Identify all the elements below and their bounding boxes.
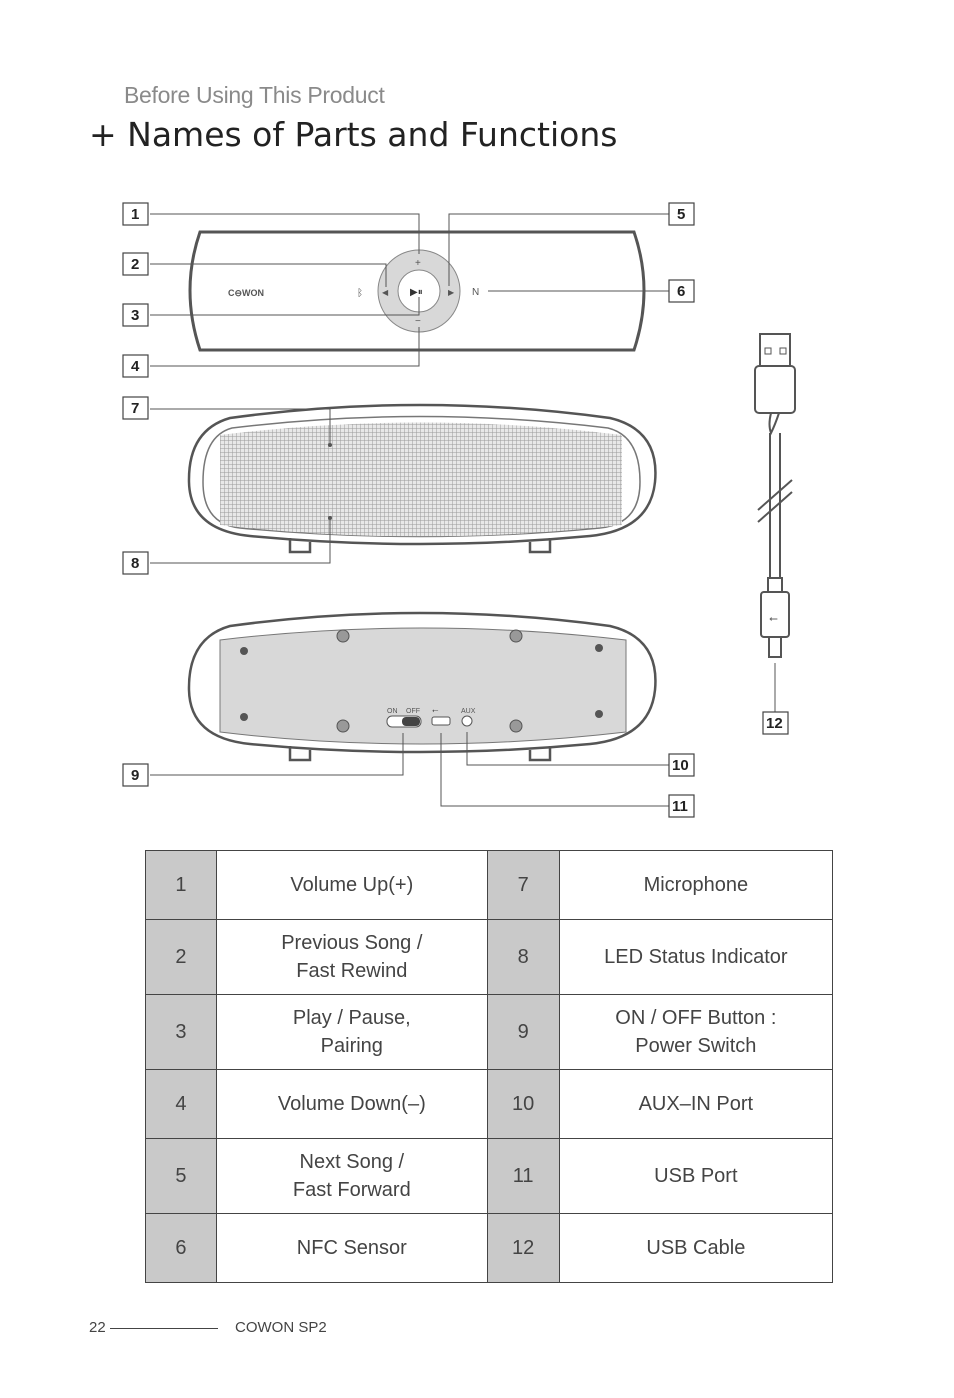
svg-text:1: 1 [131, 206, 139, 223]
part-description: Next Song /Fast Forward [215, 1138, 488, 1214]
callout-1: 1 [122, 202, 149, 226]
foot [509, 719, 523, 733]
volume-up-icon: + [415, 258, 421, 269]
table-row: 1 Volume Up(+) 7 Microphone [145, 850, 834, 920]
section-label: Before Using This Product [124, 82, 385, 108]
usb-port [431, 716, 451, 726]
screw [240, 647, 248, 655]
svg-text:3: 3 [131, 307, 139, 324]
next-icon: ▶ [448, 288, 455, 297]
callout-10: 10 [668, 753, 695, 777]
svg-text:5: 5 [677, 206, 685, 223]
part-description: ON / OFF Button :Power Switch [558, 994, 834, 1070]
callout-7: 7 [122, 396, 149, 420]
part-number: 2 [145, 919, 217, 995]
table-row: 6 NFC Sensor 12 USB Cable [145, 1213, 834, 1283]
part-number: 3 [145, 994, 217, 1070]
microphone [328, 443, 332, 447]
part-number: 1 [145, 850, 217, 920]
part-number: 7 [486, 850, 560, 920]
part-number: 11 [486, 1138, 560, 1214]
svg-text:6: 6 [677, 283, 685, 300]
part-number: 6 [145, 1213, 217, 1283]
parts-table: 1 Volume Up(+) 7 Microphone 2 Previous S… [145, 850, 834, 1283]
svg-text:8: 8 [131, 555, 139, 572]
usb-icon: ⭠ [432, 706, 439, 715]
callout-4: 4 [122, 354, 149, 378]
led-indicator [328, 516, 332, 520]
on-label: ON [387, 708, 398, 715]
table-row: 2 Previous Song /Fast Rewind 8 LED Statu… [145, 919, 834, 995]
callout-12: 12 [762, 711, 789, 735]
part-description: Volume Up(+) [215, 850, 488, 920]
svg-text:10: 10 [672, 757, 689, 774]
speaker-grille [220, 422, 622, 537]
volume-down-icon: − [415, 316, 421, 327]
aux-port [461, 715, 473, 727]
off-label: OFF [406, 708, 420, 715]
part-description: Previous Song /Fast Rewind [215, 919, 488, 995]
speaker-front-view [187, 403, 657, 554]
screw [240, 713, 248, 721]
part-description: USB Cable [558, 1213, 834, 1283]
table-row: 5 Next Song /Fast Forward 11 USB Port [145, 1138, 834, 1214]
svg-text:11: 11 [672, 798, 688, 815]
page-number: 22 [89, 1319, 106, 1336]
svg-text:4: 4 [131, 358, 140, 375]
page-title: + Names of Parts and Functions [89, 115, 618, 154]
screw [595, 644, 603, 652]
svg-text:7: 7 [131, 400, 139, 417]
foot [336, 629, 350, 643]
parts-diagram: C⊖WON ᛒ ▶⏸ + − ◀ ▶ N ON OFF AUX [122, 202, 796, 818]
previous-icon: ◀ [382, 288, 389, 297]
play-pause-icon: ▶⏸ [410, 287, 423, 298]
screw [595, 710, 603, 718]
part-number: 4 [145, 1069, 217, 1139]
callout-11: 11 [668, 794, 695, 818]
svg-text:12: 12 [766, 715, 783, 732]
leader-lines [150, 213, 776, 807]
svg-text:9: 9 [131, 767, 139, 784]
part-number: 8 [486, 919, 560, 995]
table-row: 3 Play / Pause,Pairing 9 ON / OFF Button… [145, 994, 834, 1070]
svg-text:⭠: ⭠ [769, 613, 778, 625]
speaker-rear-view: ON OFF AUX ⭠ [187, 611, 657, 762]
part-number: 12 [486, 1213, 560, 1283]
usb-cable: ⭠ [754, 333, 796, 658]
part-number: 10 [486, 1069, 560, 1139]
part-description: Microphone [558, 850, 834, 920]
aux-label: AUX [461, 708, 476, 715]
callout-3: 3 [122, 303, 149, 327]
callout-6: 6 [668, 279, 695, 303]
part-number: 5 [145, 1138, 217, 1214]
callout-5: 5 [668, 202, 695, 226]
speaker-top-view: C⊖WON ᛒ ▶⏸ + − ◀ ▶ N [188, 230, 646, 352]
foot [336, 719, 350, 733]
footer-divider [110, 1328, 218, 1329]
callout-9: 9 [122, 763, 149, 787]
brand-logo: C⊖WON [228, 288, 264, 298]
callout-8: 8 [122, 551, 149, 575]
power-switch-knob [402, 717, 420, 726]
part-description: NFC Sensor [215, 1213, 488, 1283]
foot [509, 629, 523, 643]
table-row: 4 Volume Down(–) 10 AUX–IN Port [145, 1069, 834, 1139]
callout-2: 2 [122, 252, 149, 276]
nfc-icon: N [472, 287, 479, 298]
part-number: 9 [486, 994, 560, 1070]
part-description: USB Port [558, 1138, 834, 1214]
part-description: Play / Pause,Pairing [215, 994, 488, 1070]
footer-model: COWON SP2 [235, 1319, 327, 1336]
bluetooth-icon: ᛒ [357, 288, 363, 299]
part-description: AUX–IN Port [558, 1069, 834, 1139]
part-description: LED Status Indicator [558, 919, 834, 995]
svg-text:2: 2 [131, 256, 139, 273]
part-description: Volume Down(–) [215, 1069, 488, 1139]
